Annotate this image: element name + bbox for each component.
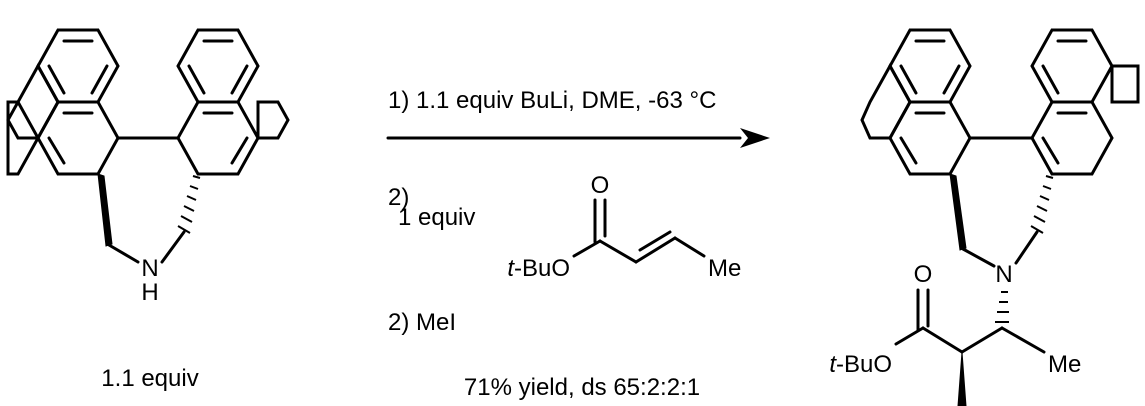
product-methyl-label: Me xyxy=(1048,351,1081,378)
reactant-bond xyxy=(160,230,186,264)
crotonate-reagent: O t-BuO Me xyxy=(507,172,741,282)
crotonate-bond xyxy=(673,236,706,258)
product-wedge-bond-2 xyxy=(957,351,967,406)
product-bond xyxy=(942,64,961,95)
condition-step-2-amount: 1 equiv xyxy=(398,204,475,231)
crotonate-bond xyxy=(572,239,602,258)
condition-step-3: 2) MeI xyxy=(388,309,456,336)
reactant-amine-n: N xyxy=(141,255,158,282)
reactant-bond xyxy=(107,243,140,264)
crotonate-methyl-label: Me xyxy=(708,255,741,282)
reactant-bond xyxy=(47,136,66,165)
reaction-arrowhead xyxy=(740,128,770,148)
condition-step-2-number: 2) xyxy=(388,184,409,211)
product-bond xyxy=(1041,136,1060,165)
product-n-hash-bond xyxy=(995,291,1009,323)
crotonate-tbuo-label: t-BuO xyxy=(507,255,570,282)
product-wedge-bond xyxy=(949,173,967,251)
crotonate-alkene-bond xyxy=(634,236,677,264)
product-bond xyxy=(921,326,964,354)
reaction-result-label: 71% yield, ds 65:2:2:1 xyxy=(464,374,700,401)
reactant-right-ring-c xyxy=(256,100,290,140)
crotonate-carbonyl-o: O xyxy=(591,172,610,199)
product-bond xyxy=(1014,230,1039,265)
product-bond xyxy=(899,64,918,95)
product-carbonyl-o: O xyxy=(914,261,933,288)
product-bond xyxy=(961,247,996,268)
crotonate-bond xyxy=(598,239,638,264)
reactant-molecule: N H 1.1 equiv xyxy=(6,28,290,392)
product-hash-bond xyxy=(1030,175,1054,234)
crotonate-alkene-bond-2 xyxy=(638,230,672,252)
product-bond xyxy=(1000,326,1046,354)
product-right-ring-c xyxy=(1110,64,1140,104)
reactant-hash-bond xyxy=(177,175,201,234)
reactant-bond xyxy=(187,64,206,95)
product-tbuo-label: t-BuO xyxy=(829,351,892,378)
reaction-conditions: 1) 1.1 equiv BuLi, DME, -63 °C 2) 1 equi… xyxy=(386,87,770,401)
product-bond xyxy=(1041,64,1060,95)
product-amine-n: N xyxy=(995,261,1012,288)
reactant-amine-h: H xyxy=(141,279,158,306)
reactant-amount-label: 1.1 equiv xyxy=(101,365,198,392)
condition-step-1: 1) 1.1 equiv BuLi, DME, -63 °C xyxy=(388,87,716,114)
reactant-wedge-bond xyxy=(97,173,113,247)
product-bond xyxy=(894,326,925,346)
reactant-bond xyxy=(230,64,249,95)
product-bond xyxy=(960,326,1004,354)
reactant-bond xyxy=(47,64,66,95)
product-left-ring-c xyxy=(860,62,912,140)
reactant-bond xyxy=(230,136,249,165)
reactant-left-ring-c xyxy=(6,100,40,176)
reactant-bond xyxy=(90,64,109,95)
product-bond xyxy=(899,136,918,165)
product-molecule: N Me O t-BuO xyxy=(829,28,1140,406)
